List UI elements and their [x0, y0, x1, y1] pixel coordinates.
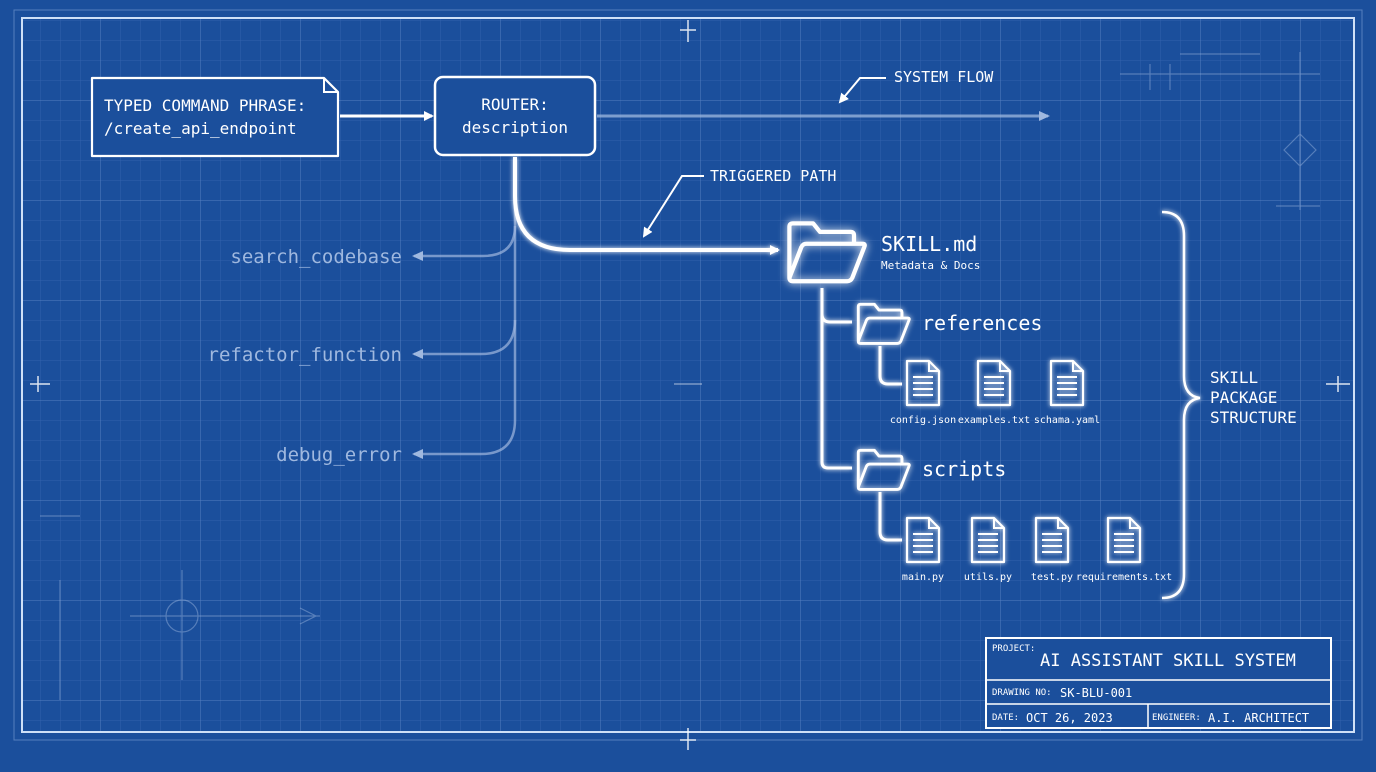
triggered-path-label: TRIGGERED PATH [710, 167, 836, 185]
triggered-path-callout [642, 175, 704, 238]
skill-subtitle: Metadata & Docs [881, 259, 980, 272]
engineer-label: ENGINEER: [1152, 713, 1201, 723]
file-name: main.py [902, 572, 944, 583]
decorative-sketch [40, 52, 1320, 700]
project-label: PROJECT: [992, 644, 1035, 654]
router-label: ROUTER: [481, 95, 548, 114]
file-name: schama.yaml [1034, 415, 1100, 426]
project-value: AI ASSISTANT SKILL SYSTEM [1040, 651, 1296, 671]
branch-debug-error: debug_error [276, 444, 402, 466]
file-name: utils.py [964, 572, 1012, 583]
command-box: TYPED COMMAND PHRASE: /create_api_endpoi… [90, 76, 340, 158]
untriggered-branches [412, 200, 517, 459]
triggered-path-arrow [513, 157, 780, 255]
title-block: PROJECT: AI ASSISTANT SKILL SYSTEM DRAWI… [985, 637, 1332, 729]
scripts-name: scripts [922, 457, 1006, 481]
file-name: config.json [890, 415, 956, 426]
date-value: OCT 26, 2023 [1026, 711, 1113, 725]
drawing-label: DRAWING NO: [992, 688, 1052, 698]
router-box: ROUTER: description [433, 75, 597, 157]
skill-name: SKILL.md [881, 232, 977, 256]
package-label-line3: STRUCTURE [1210, 408, 1297, 427]
branch-search-codebase: search_codebase [230, 246, 402, 268]
tree-lines [820, 288, 902, 542]
engineer-value: A.I. ARCHITECT [1208, 711, 1309, 725]
registration-marks [30, 20, 1350, 750]
branch-refactor-function: refactor_function [208, 344, 402, 366]
references-name: references [922, 311, 1042, 335]
package-label-line2: PACKAGE [1210, 388, 1277, 407]
date-label: DATE: [992, 713, 1019, 723]
system-flow-callout [838, 77, 886, 104]
file-name: examples.txt [958, 415, 1030, 426]
file-name: requirements.txt [1076, 572, 1172, 583]
package-label-line1: SKILL [1210, 368, 1258, 387]
system-flow-label: SYSTEM FLOW [894, 68, 994, 86]
drawing-value: SK-BLU-001 [1060, 686, 1132, 700]
package-brace [1161, 210, 1201, 600]
file-name: test.py [1031, 572, 1073, 583]
router-description: description [462, 118, 568, 137]
command-heading: TYPED COMMAND PHRASE: [104, 96, 306, 115]
command-value: /create_api_endpoint [104, 119, 297, 138]
